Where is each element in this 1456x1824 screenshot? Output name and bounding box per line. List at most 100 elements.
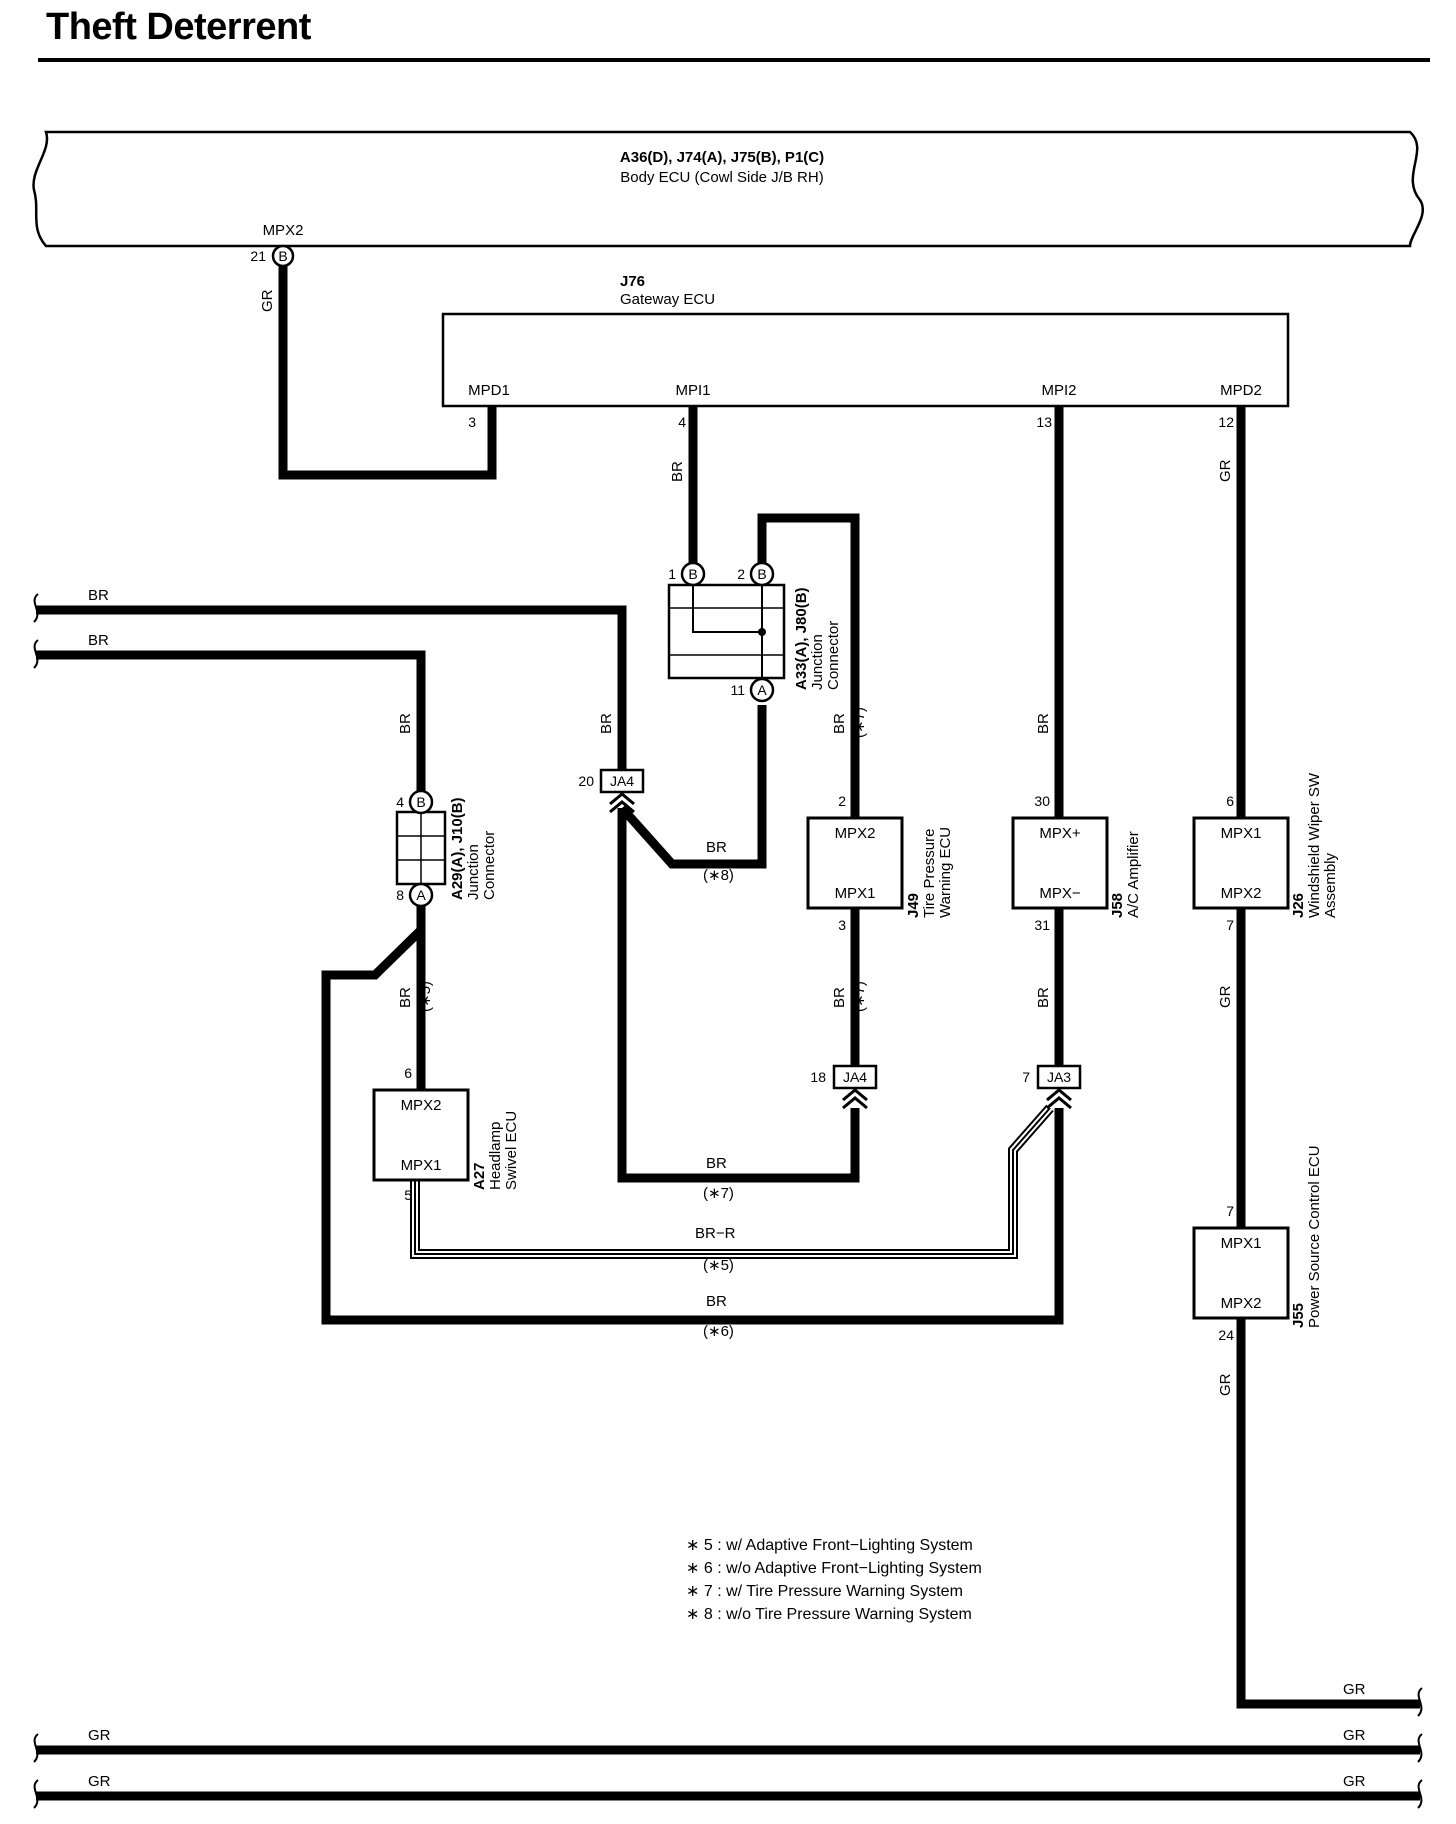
ecu-a27-line1: Headlamp: [487, 1122, 504, 1190]
svg-text:GR: GR: [1217, 1373, 1234, 1396]
body-ecu-terminal: MPX2: [263, 222, 304, 239]
svg-text:MPX2: MPX2: [835, 825, 876, 842]
svg-text:BR: BR: [1035, 713, 1052, 734]
svg-text:(∗5): (∗5): [703, 1257, 734, 1274]
svg-text:4: 4: [396, 794, 404, 810]
page-title: Theft Deterrent: [46, 6, 311, 48]
wire-br-left1-ja4: [36, 605, 627, 778]
jc-a29-name2: Connector: [481, 831, 498, 900]
ecu-j58-line1: A/C Amplifier: [1125, 831, 1142, 918]
gateway-name: Gateway ECU: [620, 291, 715, 308]
svg-text:7: 7: [1022, 1069, 1030, 1085]
svg-text:GR: GR: [1343, 1773, 1366, 1790]
svg-text:BR: BR: [831, 987, 848, 1008]
svg-text:BR: BR: [397, 987, 414, 1008]
svg-text:GR: GR: [1217, 985, 1234, 1008]
gateway-pin-12: 12: [1218, 414, 1234, 430]
svg-text:6: 6: [404, 1065, 412, 1081]
wire-br-ja4-loop: [617, 808, 860, 1183]
jc-a33-code: A33(A), J80(B): [793, 587, 810, 690]
ecu-j58: MPX+ MPX− 30 31 J58 A/C Amplifier: [1011, 793, 1142, 933]
svg-text:3: 3: [838, 917, 846, 933]
gateway-ecu: J76 Gateway ECU MPD1 MPI1 MPI2 MPD2 3 4 …: [441, 273, 1290, 430]
svg-text:2: 2: [838, 793, 846, 809]
ecu-j55: MPX1 MPX2 7 24 J55 Power Source Control …: [1192, 1145, 1323, 1343]
title-rule: [38, 58, 1430, 62]
svg-text:JA4: JA4: [610, 773, 634, 789]
svg-text:BR−R: BR−R: [695, 1225, 736, 1242]
connector-ja4-18: JA4 18: [810, 1064, 878, 1110]
wire-br-ja4-to-jc11: [618, 705, 767, 869]
ecu-j49-line1: Tire Pressure: [921, 829, 938, 918]
jc-a33-name2: Connector: [825, 621, 842, 690]
svg-text:MPX+: MPX+: [1039, 825, 1081, 842]
wire-break-marks: [33, 593, 1423, 1809]
svg-text:BR: BR: [706, 1293, 727, 1310]
ecu-j49-line2: Warning ECU: [937, 827, 954, 918]
svg-text:GR: GR: [1343, 1727, 1366, 1744]
svg-text:GR: GR: [259, 289, 276, 312]
svg-text:31: 31: [1034, 917, 1050, 933]
gateway-terminal-mpd2: MPD2: [1220, 382, 1262, 399]
svg-text:JA3: JA3: [1047, 1069, 1071, 1085]
svg-text:BR: BR: [706, 1155, 727, 1172]
svg-text:MPX2: MPX2: [1221, 1295, 1262, 1312]
body-ecu-name: Body ECU (Cowl Side J/B RH): [620, 169, 823, 186]
svg-text:(∗7): (∗7): [851, 981, 868, 1012]
svg-text:MPX1: MPX1: [835, 885, 876, 902]
ecu-a27-line2: Swivel ECU: [503, 1111, 520, 1190]
ecu-j49-code: J49: [905, 893, 922, 918]
wire-gr-j55-bottom: [1236, 1318, 1420, 1709]
svg-text:11: 11: [730, 682, 745, 698]
svg-text:MPX1: MPX1: [1221, 825, 1262, 842]
svg-text:BR: BR: [397, 713, 414, 734]
svg-text:(∗8): (∗8): [703, 867, 734, 884]
wire-br-a29-ja3-loop: [321, 926, 1064, 1325]
svg-text:GR: GR: [1343, 1681, 1366, 1698]
gateway-terminal-mpi2: MPI2: [1041, 382, 1076, 399]
gateway-pin-3: 3: [468, 414, 476, 430]
junction-connector-a29: B A 4 8 A29(A), J10(B) Junction Connecto…: [395, 789, 498, 908]
gateway-pin-13: 13: [1036, 414, 1052, 430]
svg-text:BR: BR: [706, 839, 727, 856]
ecu-j26: MPX1 MPX2 6 7 J26 Windshield Wiper SW As…: [1192, 772, 1339, 933]
svg-text:MPX2: MPX2: [401, 1097, 442, 1114]
svg-text:5: 5: [404, 1187, 412, 1203]
svg-text:GR: GR: [88, 1727, 111, 1744]
ecu-j26-line1: Windshield Wiper SW: [1306, 772, 1323, 918]
svg-text:MPX−: MPX−: [1039, 885, 1081, 902]
svg-text:24: 24: [1218, 1327, 1234, 1343]
svg-text:GR: GR: [88, 1773, 111, 1790]
svg-text:20: 20: [578, 773, 594, 789]
svg-text:(∗7): (∗7): [851, 707, 868, 738]
svg-text:7: 7: [1226, 1203, 1234, 1219]
note-6: ∗ 6 : w/o Adaptive Front−Lighting System: [686, 1560, 982, 1577]
wire-br-left2-a29: [36, 650, 426, 792]
gateway-terminal-mpi1: MPI1: [675, 382, 710, 399]
svg-text:MPX1: MPX1: [1221, 1235, 1262, 1252]
body-ecu-pin-21: B 21: [250, 244, 295, 268]
footnotes: ∗ 5 : w/ Adaptive Front−Lighting System …: [686, 1537, 982, 1623]
svg-text:(∗6): (∗6): [703, 1323, 734, 1340]
wire-br-jc2-to-j49: [757, 513, 860, 818]
svg-text:MPX2: MPX2: [1221, 885, 1262, 902]
connector-ja3-7: JA3 7: [1022, 1064, 1082, 1110]
gateway-pin-4: 4: [678, 414, 686, 430]
ecu-j55-code: J55: [1290, 1303, 1307, 1328]
svg-text:6: 6: [1226, 793, 1234, 809]
svg-text:BR: BR: [1035, 987, 1052, 1008]
note-8: ∗ 8 : w/o Tire Pressure Warning System: [686, 1606, 972, 1623]
ecu-j26-code: J26: [1290, 893, 1307, 918]
svg-text:JA4: JA4: [843, 1069, 867, 1085]
jc-a33-name: Junction: [809, 634, 826, 690]
svg-text:B: B: [416, 794, 425, 810]
svg-text:(∗5): (∗5): [417, 981, 434, 1012]
ecu-a27-code: A27: [471, 1162, 488, 1190]
svg-text:21: 21: [250, 248, 266, 264]
svg-text:BR: BR: [669, 461, 686, 482]
svg-text:1: 1: [668, 566, 676, 582]
ecu-j26-line2: Assembly: [1322, 852, 1339, 918]
ecu-j55-line1: Power Source Control ECU: [1306, 1145, 1323, 1328]
svg-text:A: A: [416, 887, 426, 903]
